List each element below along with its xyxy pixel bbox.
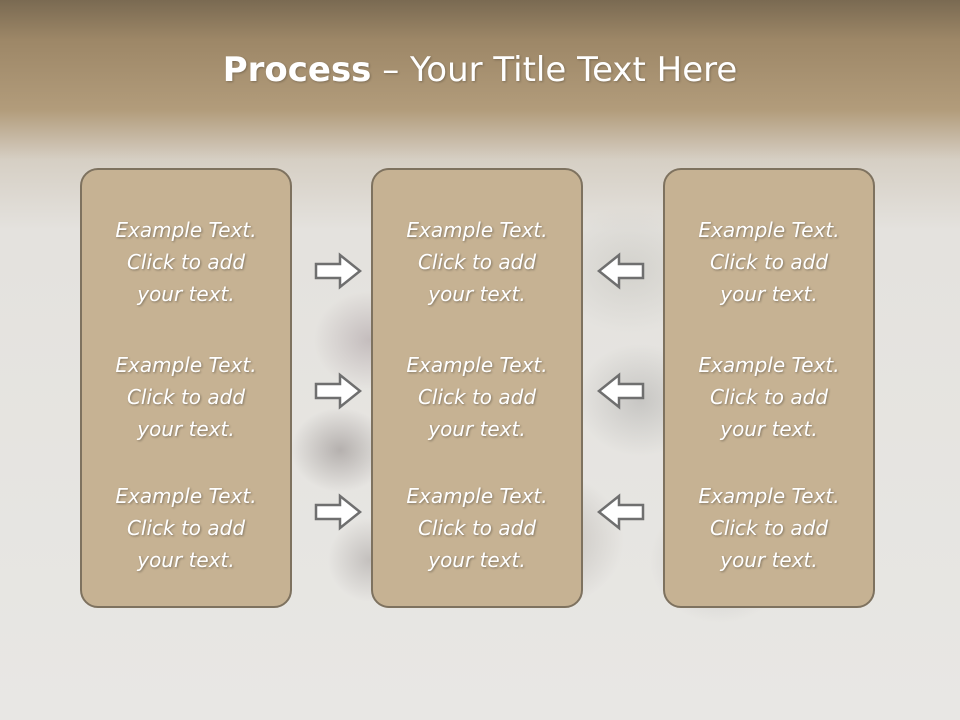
text-line: Example Text. <box>115 353 257 377</box>
text-line: Example Text. <box>406 218 548 242</box>
text-line: Click to add <box>709 250 829 274</box>
text-line: your text. <box>428 548 526 572</box>
text-block[interactable]: Example Text. Click to add your text. <box>82 214 290 310</box>
text-block[interactable]: Example Text. Click to add your text. <box>82 349 290 445</box>
text-line: Example Text. <box>115 484 257 508</box>
text-line: Example Text. <box>698 353 840 377</box>
text-block[interactable]: Example Text. Click to add your text. <box>373 214 581 310</box>
text-block[interactable]: Example Text. Click to add your text. <box>665 349 873 445</box>
text-line: Click to add <box>126 250 246 274</box>
arrow-left-icon <box>597 252 645 290</box>
arrow-right-icon <box>314 372 362 410</box>
arrow-right-icon <box>314 493 362 531</box>
arrow-left-icon <box>597 372 645 410</box>
text-line: your text. <box>428 417 526 441</box>
text-line: your text. <box>137 282 235 306</box>
text-line: Example Text. <box>698 484 840 508</box>
text-block[interactable]: Example Text. Click to add your text. <box>82 480 290 576</box>
text-block[interactable]: Example Text. Click to add your text. <box>373 480 581 576</box>
title-bold: Process <box>222 50 372 90</box>
text-line: your text. <box>137 548 235 572</box>
text-line: Click to add <box>126 385 246 409</box>
text-line: Example Text. <box>406 484 548 508</box>
text-line: Click to add <box>417 250 537 274</box>
text-line: your text. <box>720 417 818 441</box>
text-line: your text. <box>720 282 818 306</box>
process-box-center[interactable]: Example Text. Click to add your text. Ex… <box>371 168 583 608</box>
text-line: Click to add <box>709 385 829 409</box>
text-line: Example Text. <box>406 353 548 377</box>
title-rest: – Your Title Text Here <box>371 50 738 90</box>
text-line: your text. <box>137 417 235 441</box>
text-line: your text. <box>720 548 818 572</box>
text-line: Click to add <box>709 516 829 540</box>
text-block[interactable]: Example Text. Click to add your text. <box>665 480 873 576</box>
text-line: Click to add <box>417 385 537 409</box>
text-block[interactable]: Example Text. Click to add your text. <box>665 214 873 310</box>
process-box-right[interactable]: Example Text. Click to add your text. Ex… <box>663 168 875 608</box>
text-line: Example Text. <box>115 218 257 242</box>
text-line: your text. <box>428 282 526 306</box>
text-block[interactable]: Example Text. Click to add your text. <box>373 349 581 445</box>
text-line: Example Text. <box>698 218 840 242</box>
text-line: Click to add <box>417 516 537 540</box>
arrow-left-icon <box>597 493 645 531</box>
text-line: Click to add <box>126 516 246 540</box>
process-box-left[interactable]: Example Text. Click to add your text. Ex… <box>80 168 292 608</box>
slide-title[interactable]: Process – Your Title Text Here <box>0 50 960 90</box>
arrow-right-icon <box>314 252 362 290</box>
